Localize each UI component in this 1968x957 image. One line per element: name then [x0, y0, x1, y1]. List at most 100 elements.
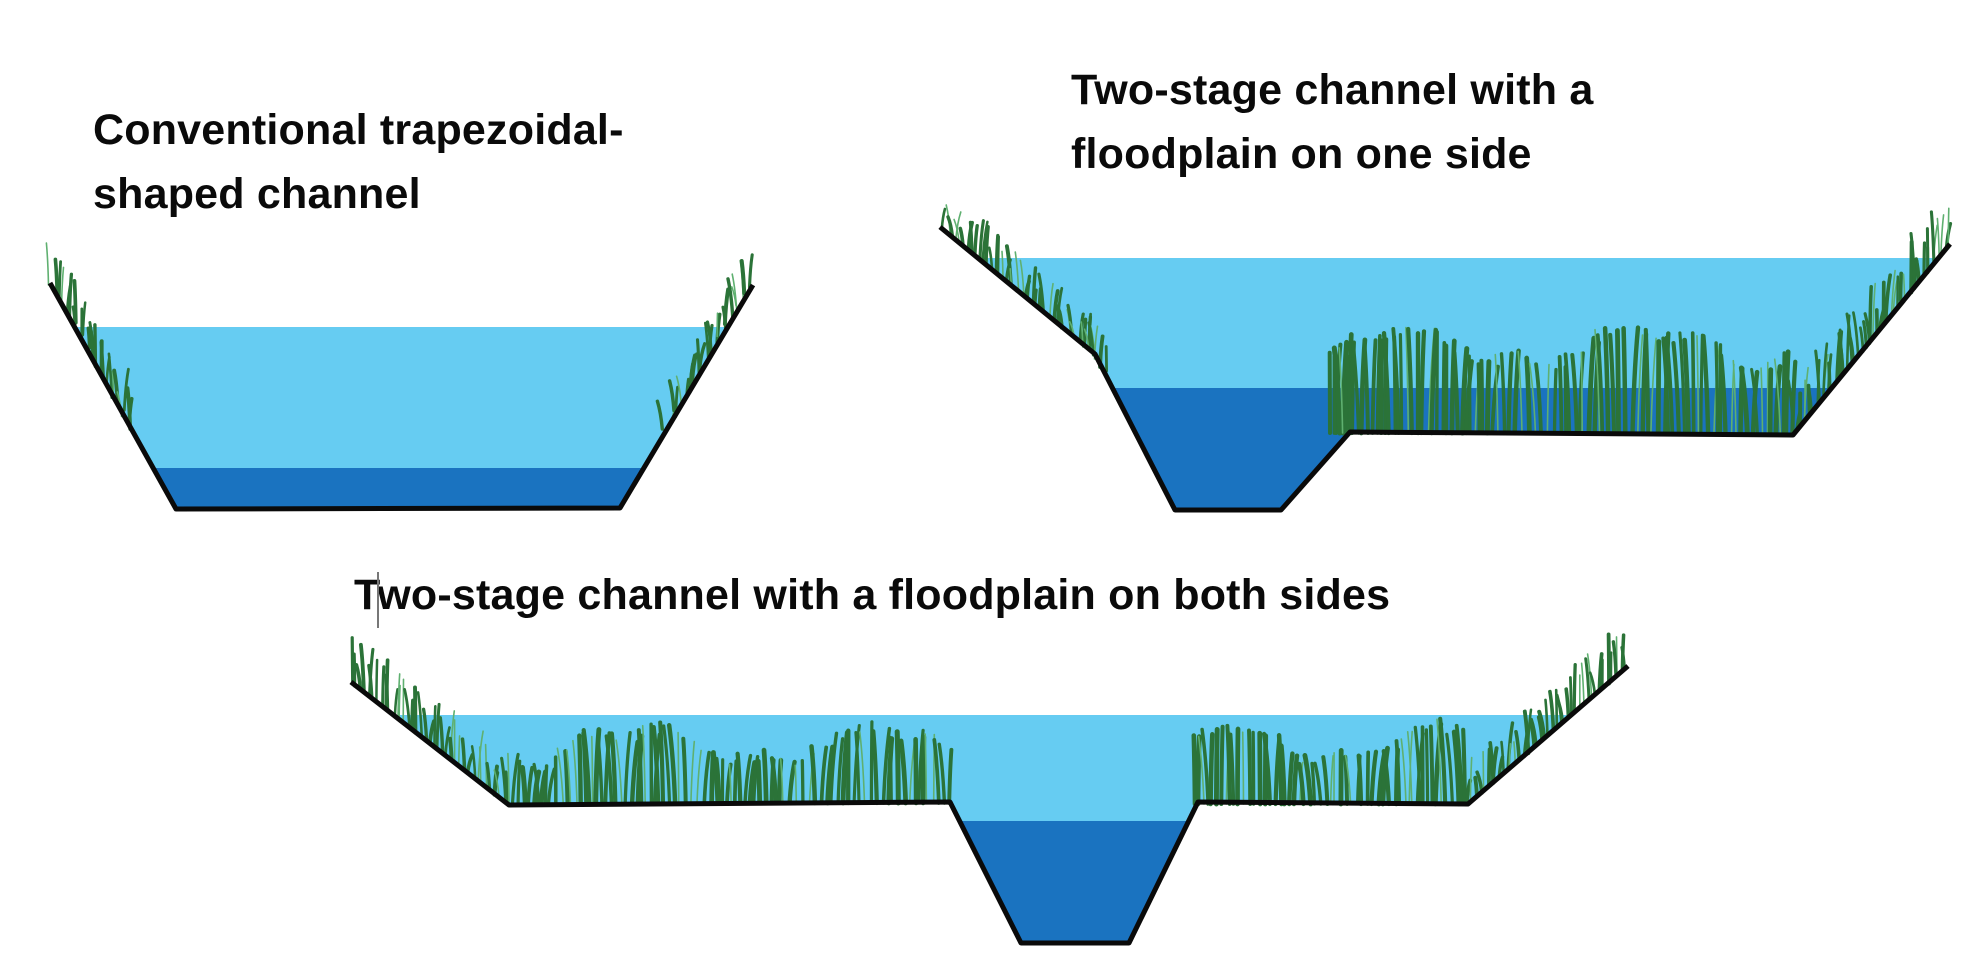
grass-blade	[743, 753, 753, 805]
grass-blade	[504, 770, 510, 806]
grass-blade	[507, 752, 510, 804]
title-line: floodplain on one side	[1071, 130, 1532, 178]
channel-profile	[938, 225, 1952, 513]
grass-blade	[1611, 640, 1618, 676]
grass-blade	[86, 326, 92, 350]
grass-blade	[932, 738, 941, 805]
grass-blade	[1014, 251, 1020, 291]
grass-blade	[1909, 232, 1917, 286]
grass-blade	[1572, 662, 1577, 712]
grass-blade	[1438, 716, 1448, 807]
grass-blade	[526, 765, 534, 805]
grass-blade	[1464, 778, 1473, 805]
grass-blade	[546, 767, 556, 805]
grass-blade	[1019, 259, 1025, 294]
grass-blade	[968, 220, 974, 253]
grass-blade	[1852, 311, 1860, 357]
grass-blade	[1506, 351, 1514, 436]
grass-blade	[1494, 353, 1499, 434]
grass-blade	[428, 719, 436, 744]
grass-blade	[731, 286, 737, 307]
grass-blade	[1452, 350, 1460, 436]
diagram-trapezoidal	[45, 242, 756, 512]
grass-blade	[1555, 697, 1564, 722]
grass-blade	[726, 277, 735, 320]
grass-blade	[433, 705, 437, 747]
grass-blade	[470, 745, 477, 778]
grass-blade	[1827, 361, 1832, 389]
grass-blade	[1398, 333, 1404, 435]
grass-blade	[435, 702, 441, 750]
grass-blade	[787, 759, 797, 806]
grass-blade	[1241, 731, 1245, 805]
text-cursor	[377, 572, 379, 628]
grass-blade	[978, 219, 985, 260]
grass-blade	[1391, 327, 1401, 435]
grass-blade	[111, 370, 115, 393]
grass-blade	[1247, 728, 1253, 806]
grass-blade	[677, 731, 680, 804]
grass-blade	[1461, 727, 1467, 807]
grass-blade	[1848, 336, 1855, 362]
grass-blade	[1630, 325, 1641, 436]
grass-blade	[1608, 332, 1617, 436]
grass-blade	[1595, 333, 1605, 435]
grass-blade	[695, 338, 701, 375]
grass-blade	[1615, 328, 1621, 436]
grass-blade	[1400, 738, 1407, 805]
grass-blade	[438, 716, 445, 753]
grass-blade	[667, 379, 676, 413]
grass-blade	[1783, 349, 1791, 436]
grass-blade	[747, 253, 754, 289]
grass-blade	[1714, 341, 1720, 435]
grass-blade	[1602, 325, 1611, 436]
grass-blade	[1664, 335, 1675, 435]
grass-blade	[1620, 645, 1626, 669]
grass-blade	[722, 287, 731, 326]
grass-blade	[556, 747, 564, 804]
grass-blade	[416, 691, 423, 737]
grass-blade	[398, 684, 401, 721]
grass-blade	[924, 733, 928, 804]
grass-blade	[1597, 652, 1604, 693]
grass-blade	[1529, 717, 1538, 745]
grass-blade	[1524, 355, 1532, 436]
grass-blade	[1428, 724, 1435, 806]
grass-blade	[1066, 303, 1074, 336]
grass-blade	[444, 726, 451, 756]
grass-blade	[1732, 359, 1737, 434]
grass-blade	[1586, 335, 1597, 436]
grass-blade	[996, 235, 1000, 275]
grass-blade	[655, 399, 664, 431]
grass-blade	[1381, 748, 1392, 807]
grass-blade	[761, 747, 769, 806]
grass-blade	[1219, 724, 1225, 806]
grass-blade	[1594, 328, 1601, 434]
grass-blade	[1872, 282, 1876, 337]
grass-blade	[604, 734, 614, 805]
water-low	[50, 468, 753, 509]
grass-blade	[1262, 731, 1272, 807]
grass-blade	[1329, 755, 1334, 805]
grass-blade	[894, 729, 901, 806]
grass-blade	[702, 750, 711, 805]
grass-blade	[1436, 718, 1442, 805]
grass-blade	[681, 736, 688, 805]
grass-blade	[1564, 687, 1571, 719]
panel-title-trapezoidal: Conventional trapezoidal- shaped channel	[93, 98, 624, 226]
grass-blade	[913, 737, 919, 806]
grass-blade	[1528, 362, 1537, 434]
grass-blade	[636, 728, 644, 805]
grass-blade	[854, 730, 861, 805]
grass-blade	[403, 688, 411, 728]
grass-blade	[981, 220, 989, 263]
grass-blade	[1344, 754, 1352, 805]
grass-blade	[779, 757, 784, 804]
grass-blade	[53, 257, 59, 294]
grass-blade	[1449, 338, 1457, 436]
grass-blade	[596, 735, 604, 805]
grass-blade	[1487, 747, 1492, 789]
grass-blade	[871, 729, 879, 806]
grass-blade	[1405, 326, 1410, 434]
grass-blade	[1902, 273, 1906, 297]
